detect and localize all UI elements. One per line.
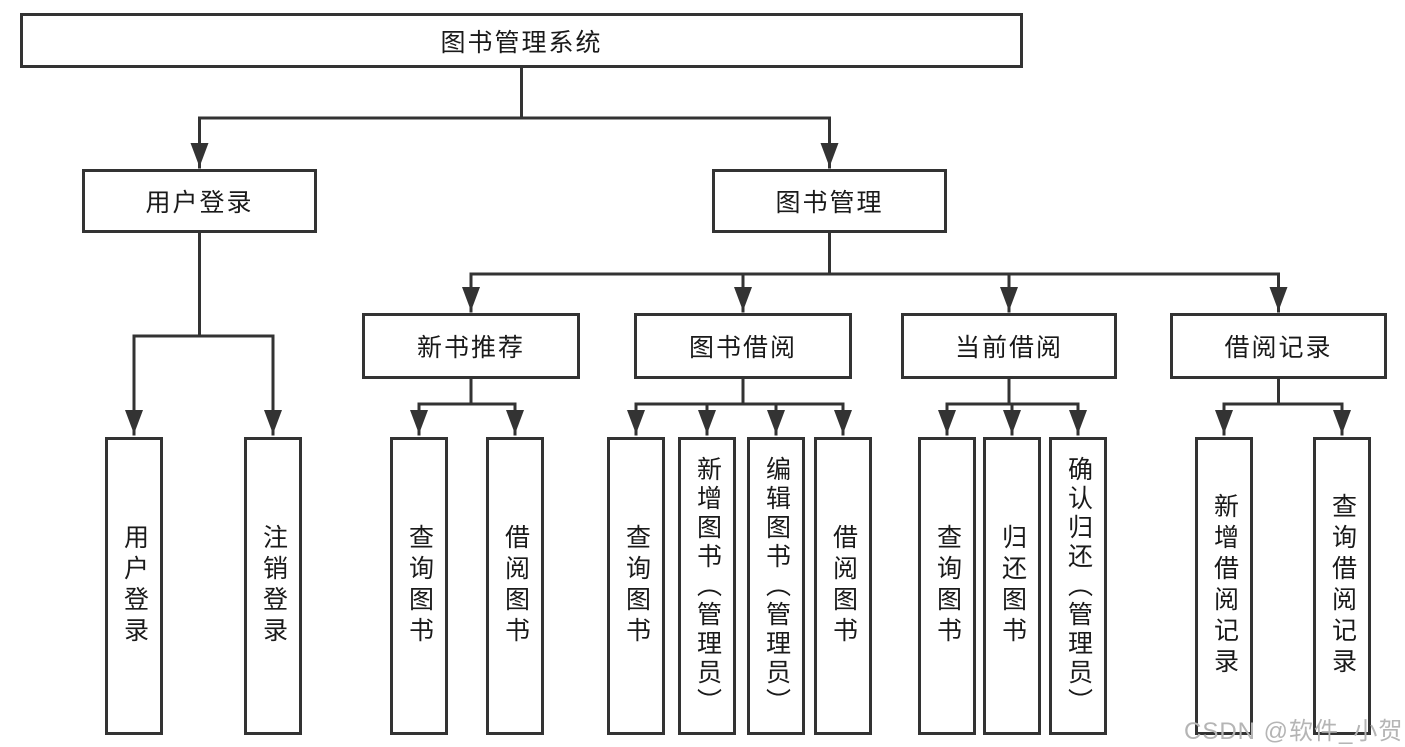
leaf-borrow-add: 新增图书（管理员）	[678, 437, 736, 735]
leaf-borrow-book-label: 借阅图书	[829, 524, 858, 648]
node-book-mgmt: 图书管理	[712, 169, 947, 233]
watermark: CSDN @软件_小贺同学	[1184, 718, 1405, 745]
leaf-borrow-query-label: 查询图书	[622, 524, 651, 648]
node-borrow-records-label: 借阅记录	[1224, 334, 1333, 362]
leaf-borrow-edit-label: 编辑图书（管理员）	[762, 455, 791, 717]
node-new-books: 新书推荐	[362, 313, 580, 379]
leaf-borrow-query: 查询图书	[607, 437, 665, 735]
leaf-current-return: 归还图书	[983, 437, 1041, 735]
node-user-login: 用户登录	[82, 169, 317, 233]
node-book-borrow: 图书借阅	[634, 313, 852, 379]
leaf-records-query: 查询借阅记录	[1313, 437, 1371, 735]
leaf-newbooks-borrow: 借阅图书	[486, 437, 544, 735]
node-root: 图书管理系统	[20, 13, 1023, 68]
leaf-records-add: 新增借阅记录	[1195, 437, 1253, 735]
leaf-newbooks-borrow-label: 借阅图书	[501, 524, 530, 648]
node-current-borrow-label: 当前借阅	[954, 334, 1063, 362]
leaf-current-confirm-label: 确认归还（管理员）	[1064, 455, 1093, 717]
leaf-borrow-book: 借阅图书	[814, 437, 872, 735]
node-new-books-label: 新书推荐	[416, 334, 525, 362]
leaf-borrow-edit: 编辑图书（管理员）	[747, 437, 805, 735]
leaf-current-query-label: 查询图书	[933, 524, 962, 648]
leaf-logout-label: 注销登录	[259, 524, 288, 648]
leaf-records-query-label: 查询借阅记录	[1328, 493, 1357, 679]
leaf-current-query: 查询图书	[918, 437, 976, 735]
leaf-current-return-label: 归还图书	[998, 524, 1027, 648]
leaf-user-login-label: 用户登录	[120, 524, 149, 648]
leaf-borrow-add-label: 新增图书（管理员）	[693, 455, 722, 717]
leaf-newbooks-query: 查询图书	[390, 437, 448, 735]
leaf-newbooks-query-label: 查询图书	[405, 524, 434, 648]
node-root-label: 图书管理系统	[440, 28, 603, 57]
leaf-current-confirm: 确认归还（管理员）	[1049, 437, 1107, 735]
leaf-user-login: 用户登录	[105, 437, 163, 735]
leaf-logout: 注销登录	[244, 437, 302, 735]
node-borrow-records: 借阅记录	[1170, 313, 1387, 379]
node-current-borrow: 当前借阅	[901, 313, 1117, 379]
node-book-mgmt-label: 图书管理	[775, 189, 884, 217]
node-book-borrow-label: 图书借阅	[688, 334, 797, 362]
leaf-records-add-label: 新增借阅记录	[1210, 493, 1239, 679]
node-user-login-label: 用户登录	[145, 189, 254, 217]
